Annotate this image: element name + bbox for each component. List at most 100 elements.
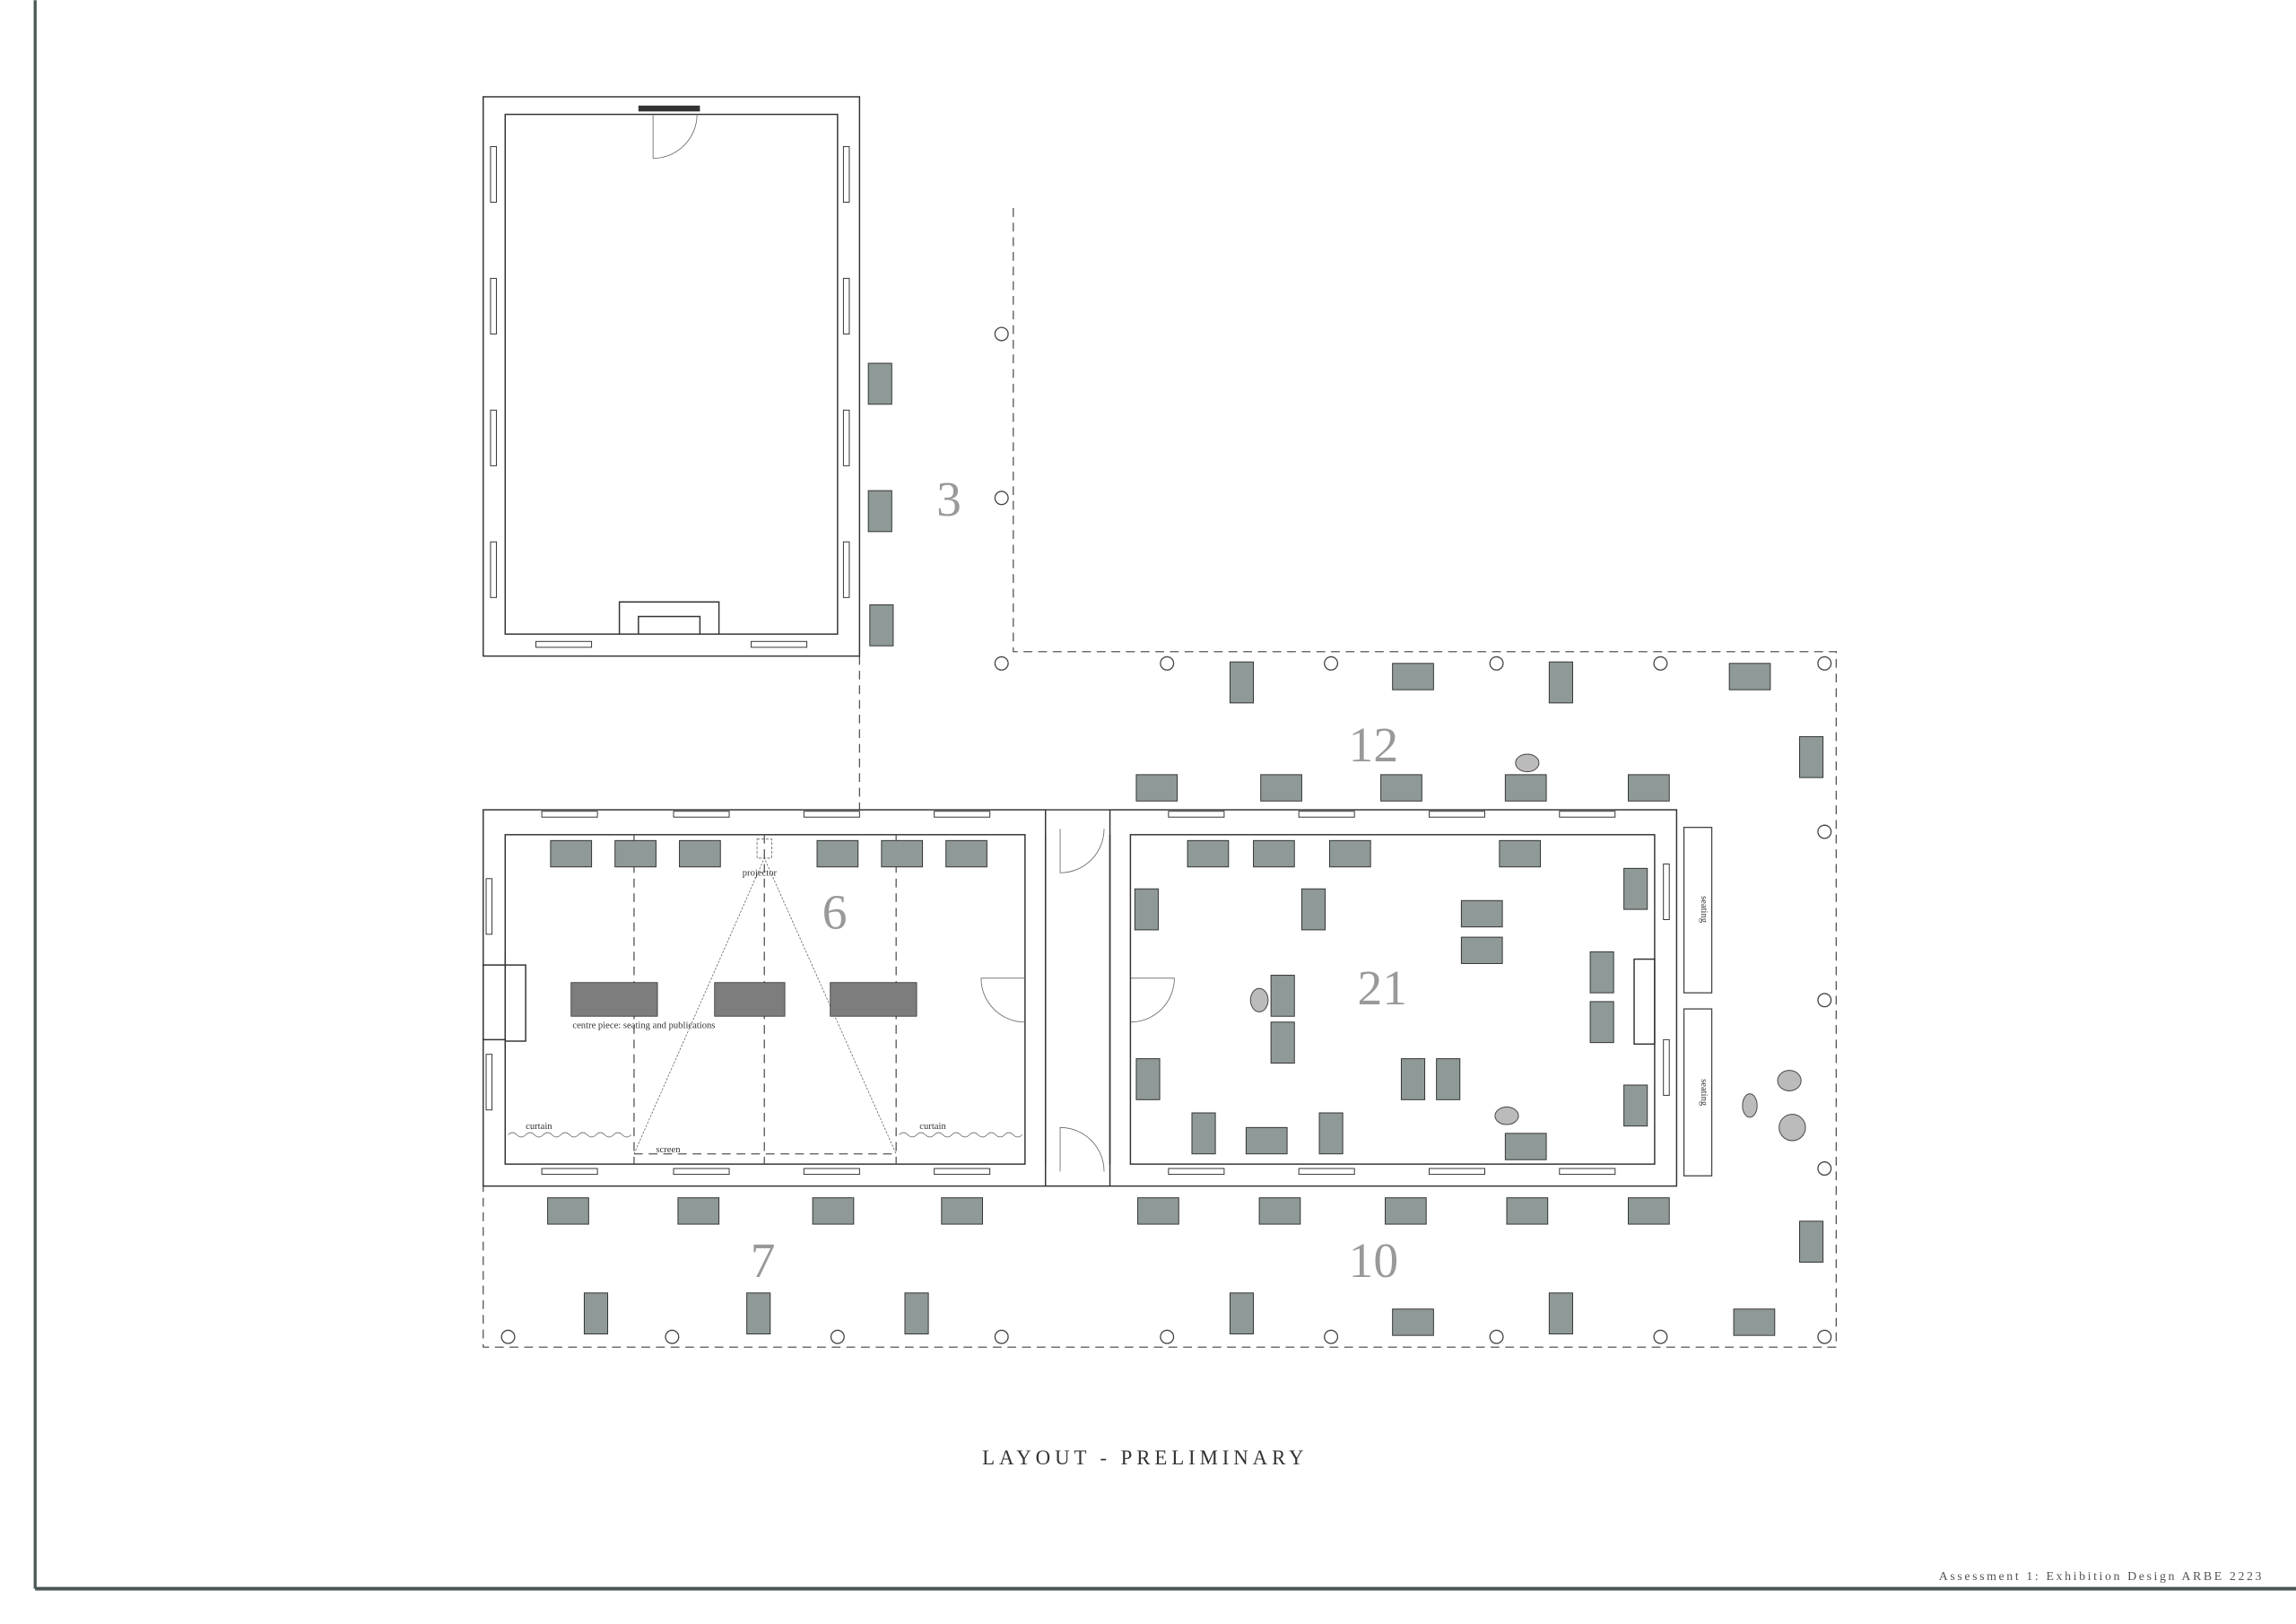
window-icon bbox=[490, 541, 497, 598]
exhibition-panel bbox=[881, 839, 924, 868]
exhibition-panel bbox=[547, 1197, 589, 1225]
window-icon bbox=[1663, 863, 1670, 920]
exhibition-panel bbox=[1270, 975, 1295, 1017]
column-icon bbox=[1324, 1329, 1339, 1344]
window-icon bbox=[535, 640, 593, 648]
exhibition-panel bbox=[1728, 663, 1771, 690]
exhibition-panel bbox=[1460, 899, 1503, 928]
exhibition-panel bbox=[1628, 1197, 1670, 1225]
exhibition-panel bbox=[1504, 1133, 1547, 1160]
person-icon bbox=[1515, 753, 1540, 773]
building-north bbox=[483, 96, 861, 657]
window-icon bbox=[1298, 811, 1355, 818]
zone-number-7: 7 bbox=[751, 1234, 776, 1289]
column-icon bbox=[1817, 1161, 1832, 1177]
window-icon bbox=[673, 811, 730, 818]
column-icon bbox=[1653, 1329, 1668, 1344]
window-icon bbox=[541, 1168, 598, 1176]
window-icon bbox=[1428, 1168, 1486, 1176]
column-icon bbox=[994, 656, 1009, 671]
label-curtain-left: curtain bbox=[526, 1122, 552, 1132]
exhibition-panel bbox=[1628, 774, 1670, 802]
exhibition-panel bbox=[1245, 1126, 1288, 1155]
outdoor-boundary bbox=[483, 208, 1837, 1348]
exhibition-panel bbox=[867, 490, 892, 533]
exhibition-panel bbox=[1137, 1197, 1179, 1225]
zone-number-3: 3 bbox=[936, 473, 961, 527]
column-icon bbox=[1817, 656, 1832, 671]
column-icon bbox=[1160, 1329, 1175, 1344]
exhibition-panel bbox=[550, 839, 593, 868]
exhibition-panel bbox=[1318, 1112, 1344, 1155]
exhibition-panel bbox=[1258, 1197, 1301, 1225]
building-room-21 bbox=[1109, 809, 1713, 1187]
label-centre-piece: centre piece: seating and publications bbox=[572, 1020, 715, 1030]
exhibition-panel bbox=[1504, 774, 1547, 802]
window-icon bbox=[490, 145, 497, 203]
exhibition-panel bbox=[1799, 735, 1824, 778]
exhibition-panel bbox=[677, 1197, 720, 1225]
window-icon bbox=[803, 811, 860, 818]
column-icon bbox=[994, 326, 1009, 342]
exhibition-panel bbox=[1229, 1292, 1255, 1335]
column-icon bbox=[1817, 1329, 1832, 1344]
exhibition-panel bbox=[1134, 888, 1159, 931]
label-projector: projector bbox=[743, 869, 778, 879]
person-icon bbox=[1249, 987, 1269, 1012]
centre-piece-seating bbox=[830, 982, 918, 1017]
window-icon bbox=[1559, 1168, 1616, 1176]
window-icon bbox=[490, 409, 497, 466]
exhibition-panel bbox=[1229, 661, 1255, 704]
column-icon bbox=[1324, 656, 1339, 671]
label-screen: screen bbox=[656, 1145, 681, 1155]
column-icon bbox=[1653, 656, 1668, 671]
window-icon bbox=[490, 277, 497, 334]
exhibition-panel bbox=[614, 839, 657, 868]
column-icon bbox=[1817, 824, 1832, 839]
window-icon bbox=[751, 640, 808, 648]
exhibition-panel bbox=[1392, 1308, 1434, 1336]
window-icon bbox=[1168, 811, 1225, 818]
exhibition-panel bbox=[1499, 839, 1542, 868]
exhibition-panel bbox=[1300, 888, 1326, 931]
window-icon bbox=[1663, 1038, 1670, 1096]
person-icon bbox=[1742, 1093, 1758, 1118]
zone-number-21: 21 bbox=[1357, 961, 1407, 1016]
window-icon bbox=[934, 811, 991, 818]
zone-number-12: 12 bbox=[1349, 718, 1399, 773]
exhibition-panel bbox=[1548, 661, 1573, 704]
exhibition-panel bbox=[1191, 1112, 1216, 1155]
exhibition-panel bbox=[941, 1197, 983, 1225]
exhibition-panel bbox=[746, 1292, 771, 1335]
exhibition-panel bbox=[679, 839, 721, 868]
exhibition-panel bbox=[812, 1197, 855, 1225]
exhibition-panel bbox=[1623, 1084, 1648, 1127]
column-icon bbox=[500, 1329, 516, 1344]
exhibition-panel bbox=[1270, 1021, 1295, 1064]
window-icon bbox=[485, 1054, 493, 1111]
window-icon bbox=[673, 1168, 730, 1176]
exhibition-panel bbox=[1623, 867, 1648, 910]
window-icon bbox=[1559, 811, 1616, 818]
exhibition-panel bbox=[1135, 1058, 1161, 1100]
window-icon bbox=[803, 1168, 860, 1176]
column-icon bbox=[665, 1329, 680, 1344]
exhibition-panel bbox=[1436, 1058, 1461, 1100]
exhibition-panel bbox=[1460, 936, 1503, 964]
column-icon bbox=[1489, 1329, 1504, 1344]
window-icon bbox=[541, 811, 598, 818]
person-icon bbox=[1494, 1106, 1519, 1125]
exhibition-panel bbox=[1135, 774, 1178, 802]
person-icon bbox=[1779, 1114, 1806, 1142]
people-figures bbox=[1249, 753, 1806, 1142]
exhibition-panel bbox=[1589, 1001, 1614, 1044]
column-icon bbox=[830, 1329, 845, 1344]
window-icon bbox=[842, 541, 850, 598]
centre-pieces bbox=[570, 982, 918, 1017]
window-icon bbox=[1428, 811, 1486, 818]
exhibition-panels bbox=[547, 362, 1824, 1336]
window-icon bbox=[842, 145, 850, 203]
exhibition-panel bbox=[1187, 839, 1230, 868]
window-icon bbox=[1168, 1168, 1225, 1176]
